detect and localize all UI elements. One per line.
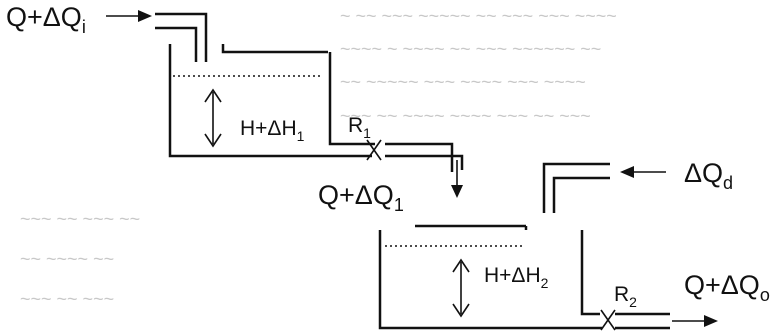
disturbance-label: ΔQd	[684, 158, 733, 193]
disturbance-arrow	[620, 166, 666, 178]
height-2-arrow	[452, 258, 470, 318]
svg-text:~~~ ~~ ~~~~ ~~~~ ~~~ ~~ ~~~: ~~~ ~~ ~~~~ ~~~~ ~~~ ~~ ~~~	[340, 106, 591, 126]
svg-text:~~~ ~~ ~~~ ~~: ~~~ ~~ ~~~ ~~	[20, 209, 140, 229]
flow-between-arrow	[451, 160, 463, 198]
tank-1	[168, 44, 350, 158]
height-1-label: H+ΔH1	[240, 117, 305, 144]
tank-1-outlet-pipe	[328, 52, 464, 172]
inflow-arrow	[106, 10, 152, 22]
background-bleed-text: ~ ~~ ~~~ ~~~~~ ~~ ~~~ ~~~ ~~~~ ~~~~ ~ ~~…	[20, 6, 617, 309]
svg-text:~~ ~~~~ ~~: ~~ ~~~~ ~~	[20, 249, 114, 269]
height-1-arrow	[204, 88, 222, 148]
flow-between-label: Q+ΔQ1	[318, 180, 404, 215]
height-2-label: H+ΔH2	[484, 264, 549, 291]
inflow-label: Q+ΔQi	[6, 2, 86, 37]
svg-text:~~~~ ~ ~~~~ ~~ ~~~ ~~~~~~ ~~: ~~~~ ~ ~~~~ ~~ ~~~ ~~~~~~ ~~	[340, 39, 601, 59]
svg-text:~~ ~~~~~ ~~~ ~~~~ ~~~ ~~~~: ~~ ~~~~~ ~~~ ~~~~ ~~~ ~~~~	[340, 72, 586, 92]
svg-text:~~~ ~~ ~~~: ~~~ ~~ ~~~	[20, 289, 114, 309]
valve-r1-label: R1	[348, 114, 371, 141]
outflow-label: Q+ΔQo	[684, 270, 770, 305]
valve-r1-icon	[366, 139, 382, 161]
svg-text:~ ~~ ~~~ ~~~~~ ~~ ~~~ ~~~ ~~~~: ~ ~~ ~~~ ~~~~~ ~~ ~~~ ~~~ ~~~~	[340, 6, 617, 26]
tank-2	[378, 224, 602, 330]
valve-r2-label: R2	[614, 283, 637, 310]
valve-r2-icon	[600, 309, 616, 331]
outflow-arrow	[672, 315, 718, 327]
disturbance-pipe	[542, 162, 610, 213]
inflow-pipe	[155, 12, 208, 62]
tank-2-outlet-pipe	[580, 230, 670, 330]
